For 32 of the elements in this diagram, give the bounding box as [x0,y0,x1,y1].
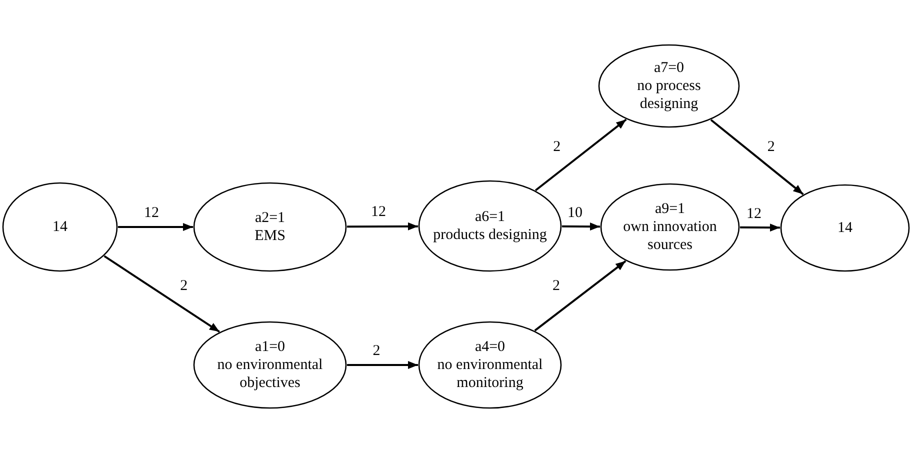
arrow [562,222,600,231]
ellipse-node [193,321,347,409]
node-text: 14 [838,219,852,237]
node-text: a7=0 [654,59,684,77]
node-text: EMS [254,227,286,245]
node-text: products designing [433,226,547,244]
arrow [347,361,418,369]
node-text: a1=0 [254,338,286,356]
arrow [118,223,193,231]
node-text: a4=0 [474,338,506,356]
ellipse-node [193,182,347,272]
node-text: 14 [52,218,68,236]
arrow [534,118,627,192]
node-text: a9=1 [654,200,686,218]
arrow [347,222,418,230]
ellipse-node [2,182,118,272]
node-text: no process designing [636,77,702,113]
ellipse-node [600,183,740,271]
ellipse-node [418,180,562,272]
ellipse-node [598,44,740,128]
ellipse-node [418,321,562,409]
node-text: no environmental objectives [216,356,324,392]
edge-label: 10 [566,204,584,220]
ellipse-node [780,184,910,272]
node-text: own innovation sources [622,218,718,254]
node-text: no environmental monitoring [436,356,544,392]
arrow [104,255,220,333]
node-text: a2=1 [254,209,286,227]
arrow [710,119,804,196]
node-text: a6=1 [474,208,506,226]
arrow [534,260,626,332]
arrow [740,224,780,232]
